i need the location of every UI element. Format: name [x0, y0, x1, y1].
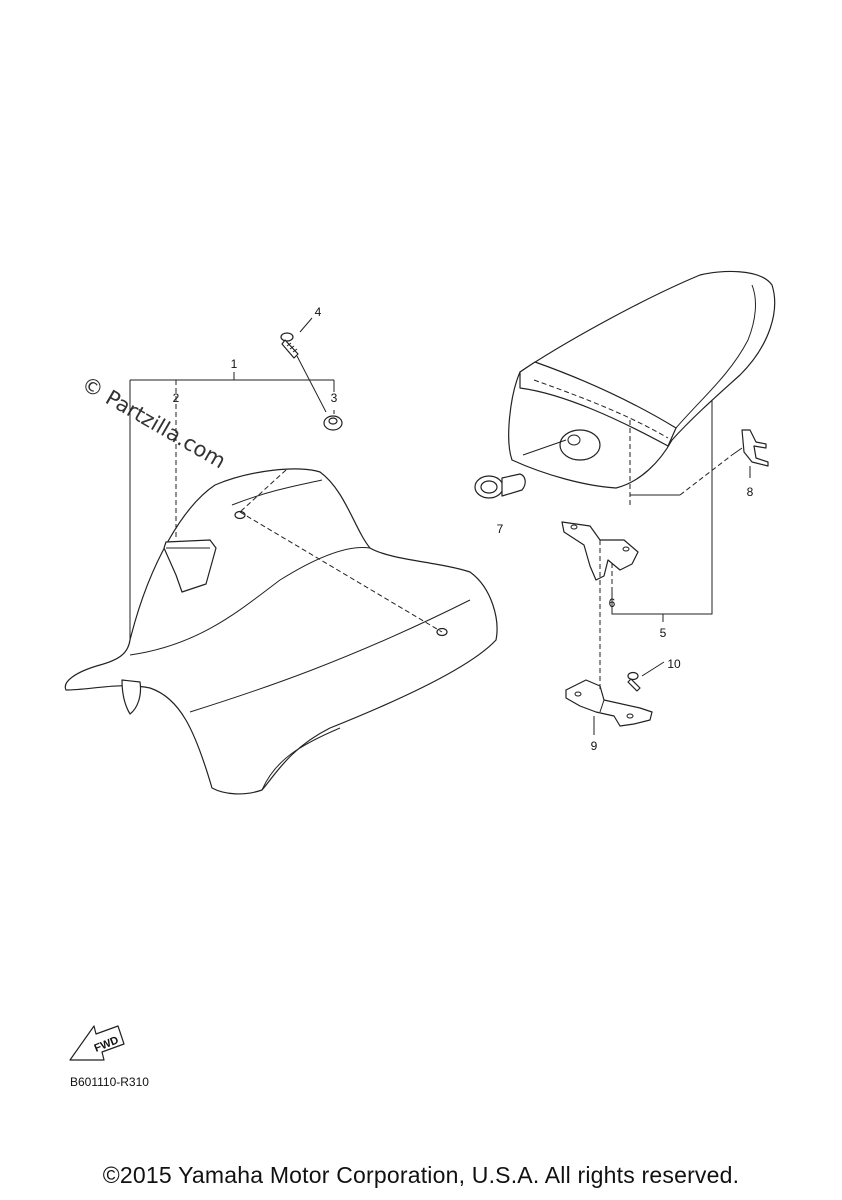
callout-8: 8 [747, 485, 754, 499]
callout-5: 5 [660, 626, 667, 640]
seat-lock-part-7 [474, 473, 526, 499]
clip-part-8 [741, 429, 769, 467]
bolt-part-10 [627, 671, 641, 692]
callout-7: 7 [497, 522, 504, 536]
leader-lines-front [129, 317, 443, 640]
callout-6: 6 [609, 596, 616, 610]
callout-4: 4 [315, 305, 322, 319]
seat-band-part-2 [163, 539, 217, 593]
partzilla-watermark: © Partzilla.com [78, 372, 230, 474]
callout-labels: 1 2 3 4 5 6 7 8 9 10 [173, 305, 754, 753]
diagram-code: B601110-R310 [70, 1075, 149, 1089]
callout-2: 2 [173, 391, 180, 405]
bracket-part-9 [565, 679, 653, 727]
copyright-notice: ©2015 Yamaha Motor Corporation, U.S.A. A… [102, 1162, 740, 1188]
bolt-part-4 [280, 332, 299, 359]
callout-10: 10 [667, 657, 681, 671]
fwd-arrow-icon: FWD [69, 1025, 125, 1061]
callout-1: 1 [231, 357, 238, 371]
passenger-seat [508, 270, 776, 489]
callout-9: 9 [591, 739, 598, 753]
callout-3: 3 [331, 391, 338, 405]
collar-part-3 [323, 415, 343, 431]
leader-lines-rear [522, 400, 751, 735]
